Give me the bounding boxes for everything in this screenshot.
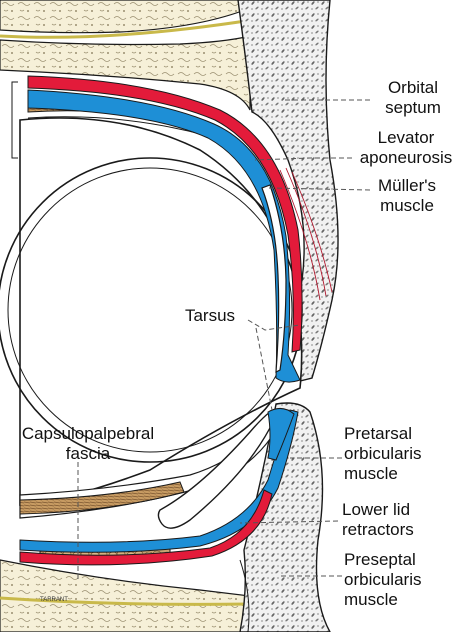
label-preseptal-orbicularis: Preseptal orbicularis muscle (344, 550, 454, 610)
label-lower-lid-retractors: Lower lid retractors (342, 500, 452, 540)
upper-orbital-bone (0, 0, 250, 33)
label-levator-aponeurosis: Levator aponeurosis (352, 128, 460, 168)
lower-orbital-bone (0, 560, 250, 632)
label-pretarsal-orbicularis: Pretarsal orbicularis muscle (344, 424, 454, 484)
label-orbital-septum: Orbital septum (372, 78, 454, 118)
label-tarsus: Tarsus (178, 306, 242, 326)
label-muller-muscle: Müller's muscle (370, 176, 444, 216)
label-capsulopalpebral-fascia: Capsulopalpebral fascia (6, 424, 170, 464)
left-bracket (12, 82, 18, 158)
artist-signature: TARRANT (40, 597, 68, 603)
